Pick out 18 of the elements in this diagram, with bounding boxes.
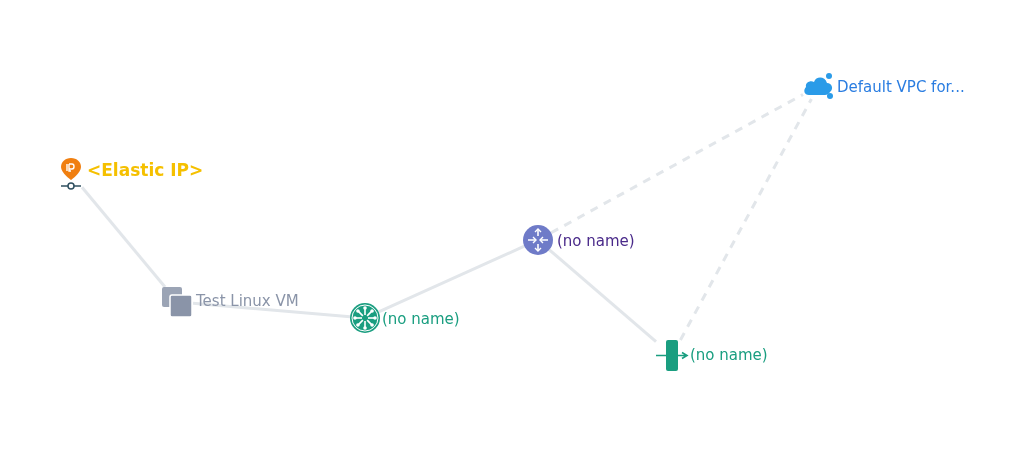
resource-label: (no name)	[382, 309, 460, 329]
cloud-icon	[803, 73, 834, 99]
stacked-squares-icon	[162, 287, 193, 317]
connector	[192, 301, 351, 319]
resource-label: Default VPC for...	[837, 77, 965, 97]
resource-label: Test Linux VM	[196, 291, 299, 311]
arrows-in-circle-icon	[523, 225, 553, 255]
dashed-connector	[550, 93, 804, 235]
bar-arrow-icon	[656, 340, 688, 371]
location-pin-icon	[60, 158, 82, 190]
resource-label: (no name)	[690, 345, 768, 365]
connector	[378, 244, 525, 314]
resource-label: <Elastic IP>	[87, 160, 204, 180]
connector	[548, 248, 657, 343]
arrows-out-circle-icon	[350, 303, 380, 333]
dashed-connector	[679, 98, 813, 341]
resource-label: (no name)	[557, 231, 635, 251]
connector	[80, 186, 167, 288]
